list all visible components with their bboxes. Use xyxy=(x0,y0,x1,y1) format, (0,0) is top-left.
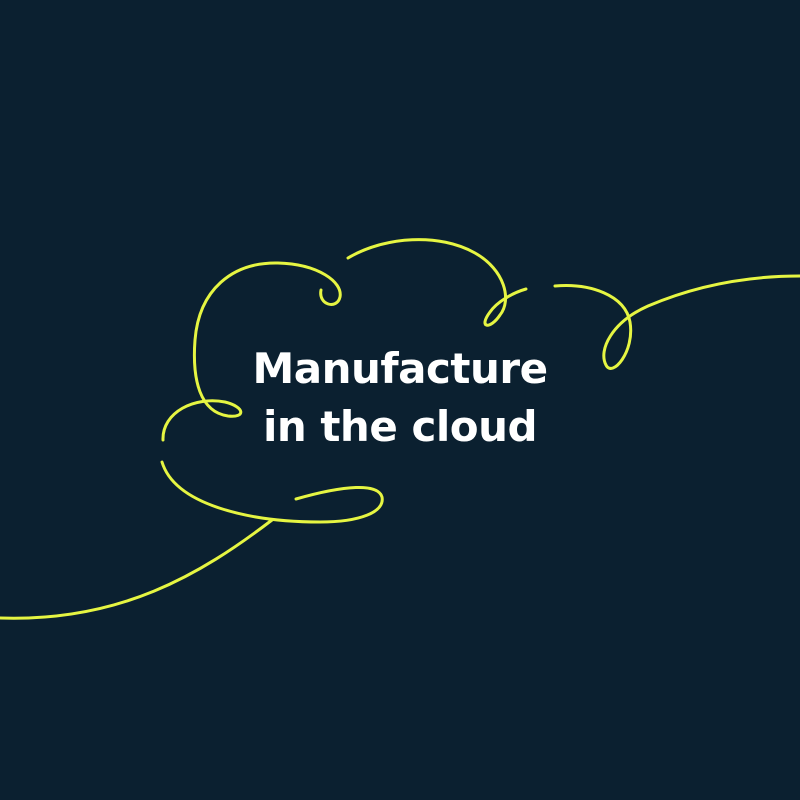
headline-line-1: Manufacture xyxy=(252,344,548,393)
cloud-right-lobe xyxy=(553,274,800,370)
cloud-left-lower xyxy=(161,261,342,442)
cloud-bottom-lobe xyxy=(160,460,384,524)
cloud-tail-left xyxy=(0,518,274,620)
headline: Manufacture in the cloud xyxy=(200,340,600,456)
headline-line-2: in the cloud xyxy=(262,402,538,451)
cloud-top-lobe xyxy=(346,238,528,327)
